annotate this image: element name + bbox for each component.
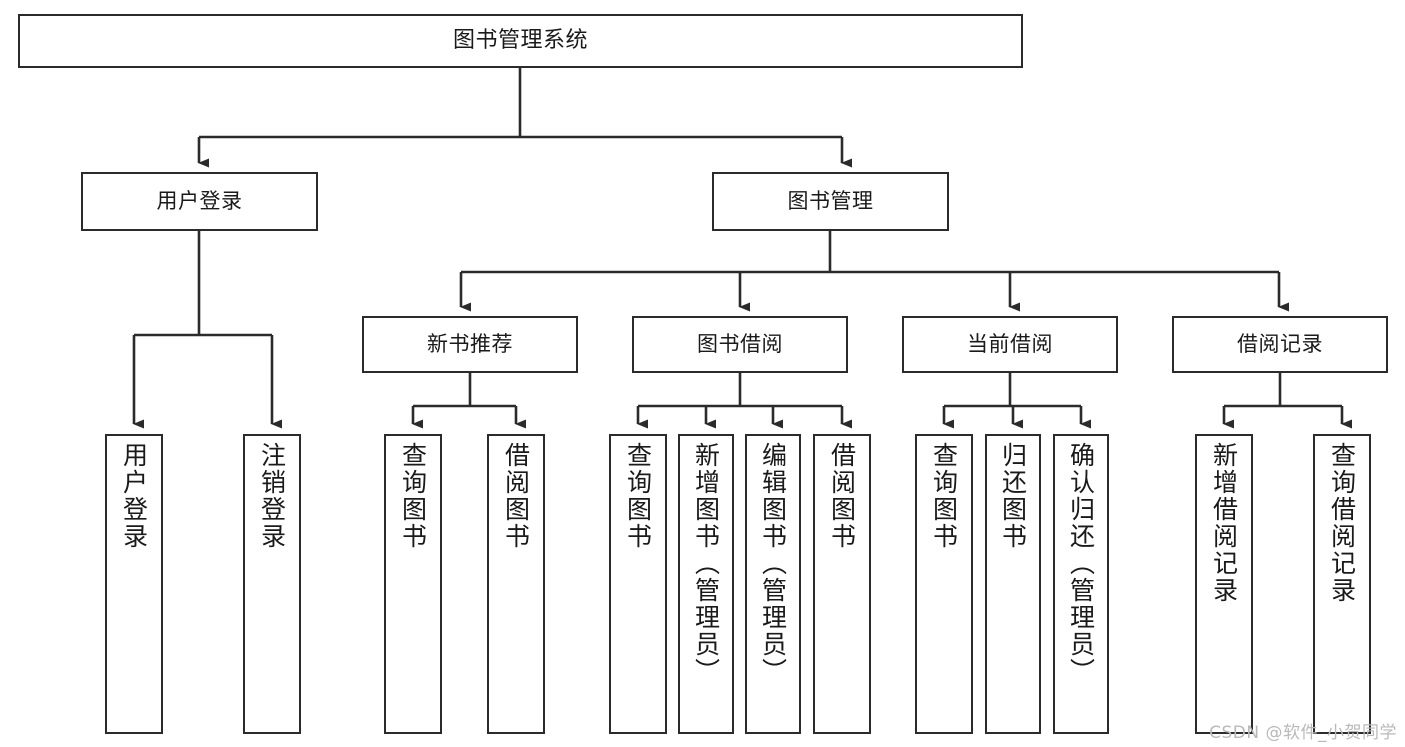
leaf-query-borrow-record[interactable]: 查询借阅记录	[1313, 434, 1371, 734]
node-current-borrow[interactable]: 当前借阅	[902, 316, 1118, 373]
node-label: 编辑图书（管理员）	[758, 442, 788, 685]
leaf-user-login[interactable]: 用户登录	[105, 434, 163, 734]
node-label: 新书推荐	[427, 332, 513, 357]
node-label: 图书管理	[787, 189, 874, 214]
node-label: 图书管理系统	[452, 28, 588, 54]
node-label: 借阅图书	[501, 442, 531, 550]
leaf-confirm-return-admin[interactable]: 确认归还（管理员）	[1053, 434, 1109, 734]
node-label: 注销登录	[257, 442, 287, 550]
node-label: 图书借阅	[697, 332, 783, 357]
node-label: 查询图书	[929, 442, 959, 550]
node-root-book-management-system[interactable]: 图书管理系统	[18, 14, 1023, 68]
leaf-add-borrow-record[interactable]: 新增借阅记录	[1195, 434, 1253, 734]
node-label: 当前借阅	[967, 332, 1053, 357]
node-label: 借阅记录	[1237, 332, 1323, 357]
node-borrow-record[interactable]: 借阅记录	[1172, 316, 1388, 373]
leaf-borrow-query-book[interactable]: 查询图书	[609, 434, 667, 734]
leaf-logout[interactable]: 注销登录	[243, 434, 301, 734]
node-user-login[interactable]: 用户登录	[81, 172, 318, 231]
node-book-borrow[interactable]: 图书借阅	[632, 316, 848, 373]
csdn-watermark: CSDN @软件_小贺同学	[1209, 723, 1397, 743]
node-label: 用户登录	[119, 442, 149, 550]
node-label: 新增图书（管理员）	[691, 442, 721, 685]
leaf-return-book[interactable]: 归还图书	[985, 434, 1041, 734]
leaf-recommend-borrow-book[interactable]: 借阅图书	[487, 434, 545, 734]
node-label: 查询图书	[398, 442, 428, 550]
node-new-book-recommend[interactable]: 新书推荐	[362, 316, 578, 373]
leaf-borrow-book[interactable]: 借阅图书	[813, 434, 871, 734]
leaf-current-query-book[interactable]: 查询图书	[915, 434, 973, 734]
leaf-edit-book-admin[interactable]: 编辑图书（管理员）	[745, 434, 801, 734]
leaf-recommend-query-book[interactable]: 查询图书	[384, 434, 442, 734]
node-label: 用户登录	[156, 189, 243, 214]
node-label: 借阅图书	[827, 442, 857, 550]
node-label: 新增借阅记录	[1209, 442, 1239, 604]
node-label: 查询借阅记录	[1327, 442, 1357, 604]
node-label: 归还图书	[998, 442, 1028, 550]
node-book-management[interactable]: 图书管理	[712, 172, 949, 231]
leaf-add-book-admin[interactable]: 新增图书（管理员）	[678, 434, 734, 734]
node-label: 确认归还（管理员）	[1066, 442, 1096, 685]
node-label: 查询图书	[623, 442, 653, 550]
